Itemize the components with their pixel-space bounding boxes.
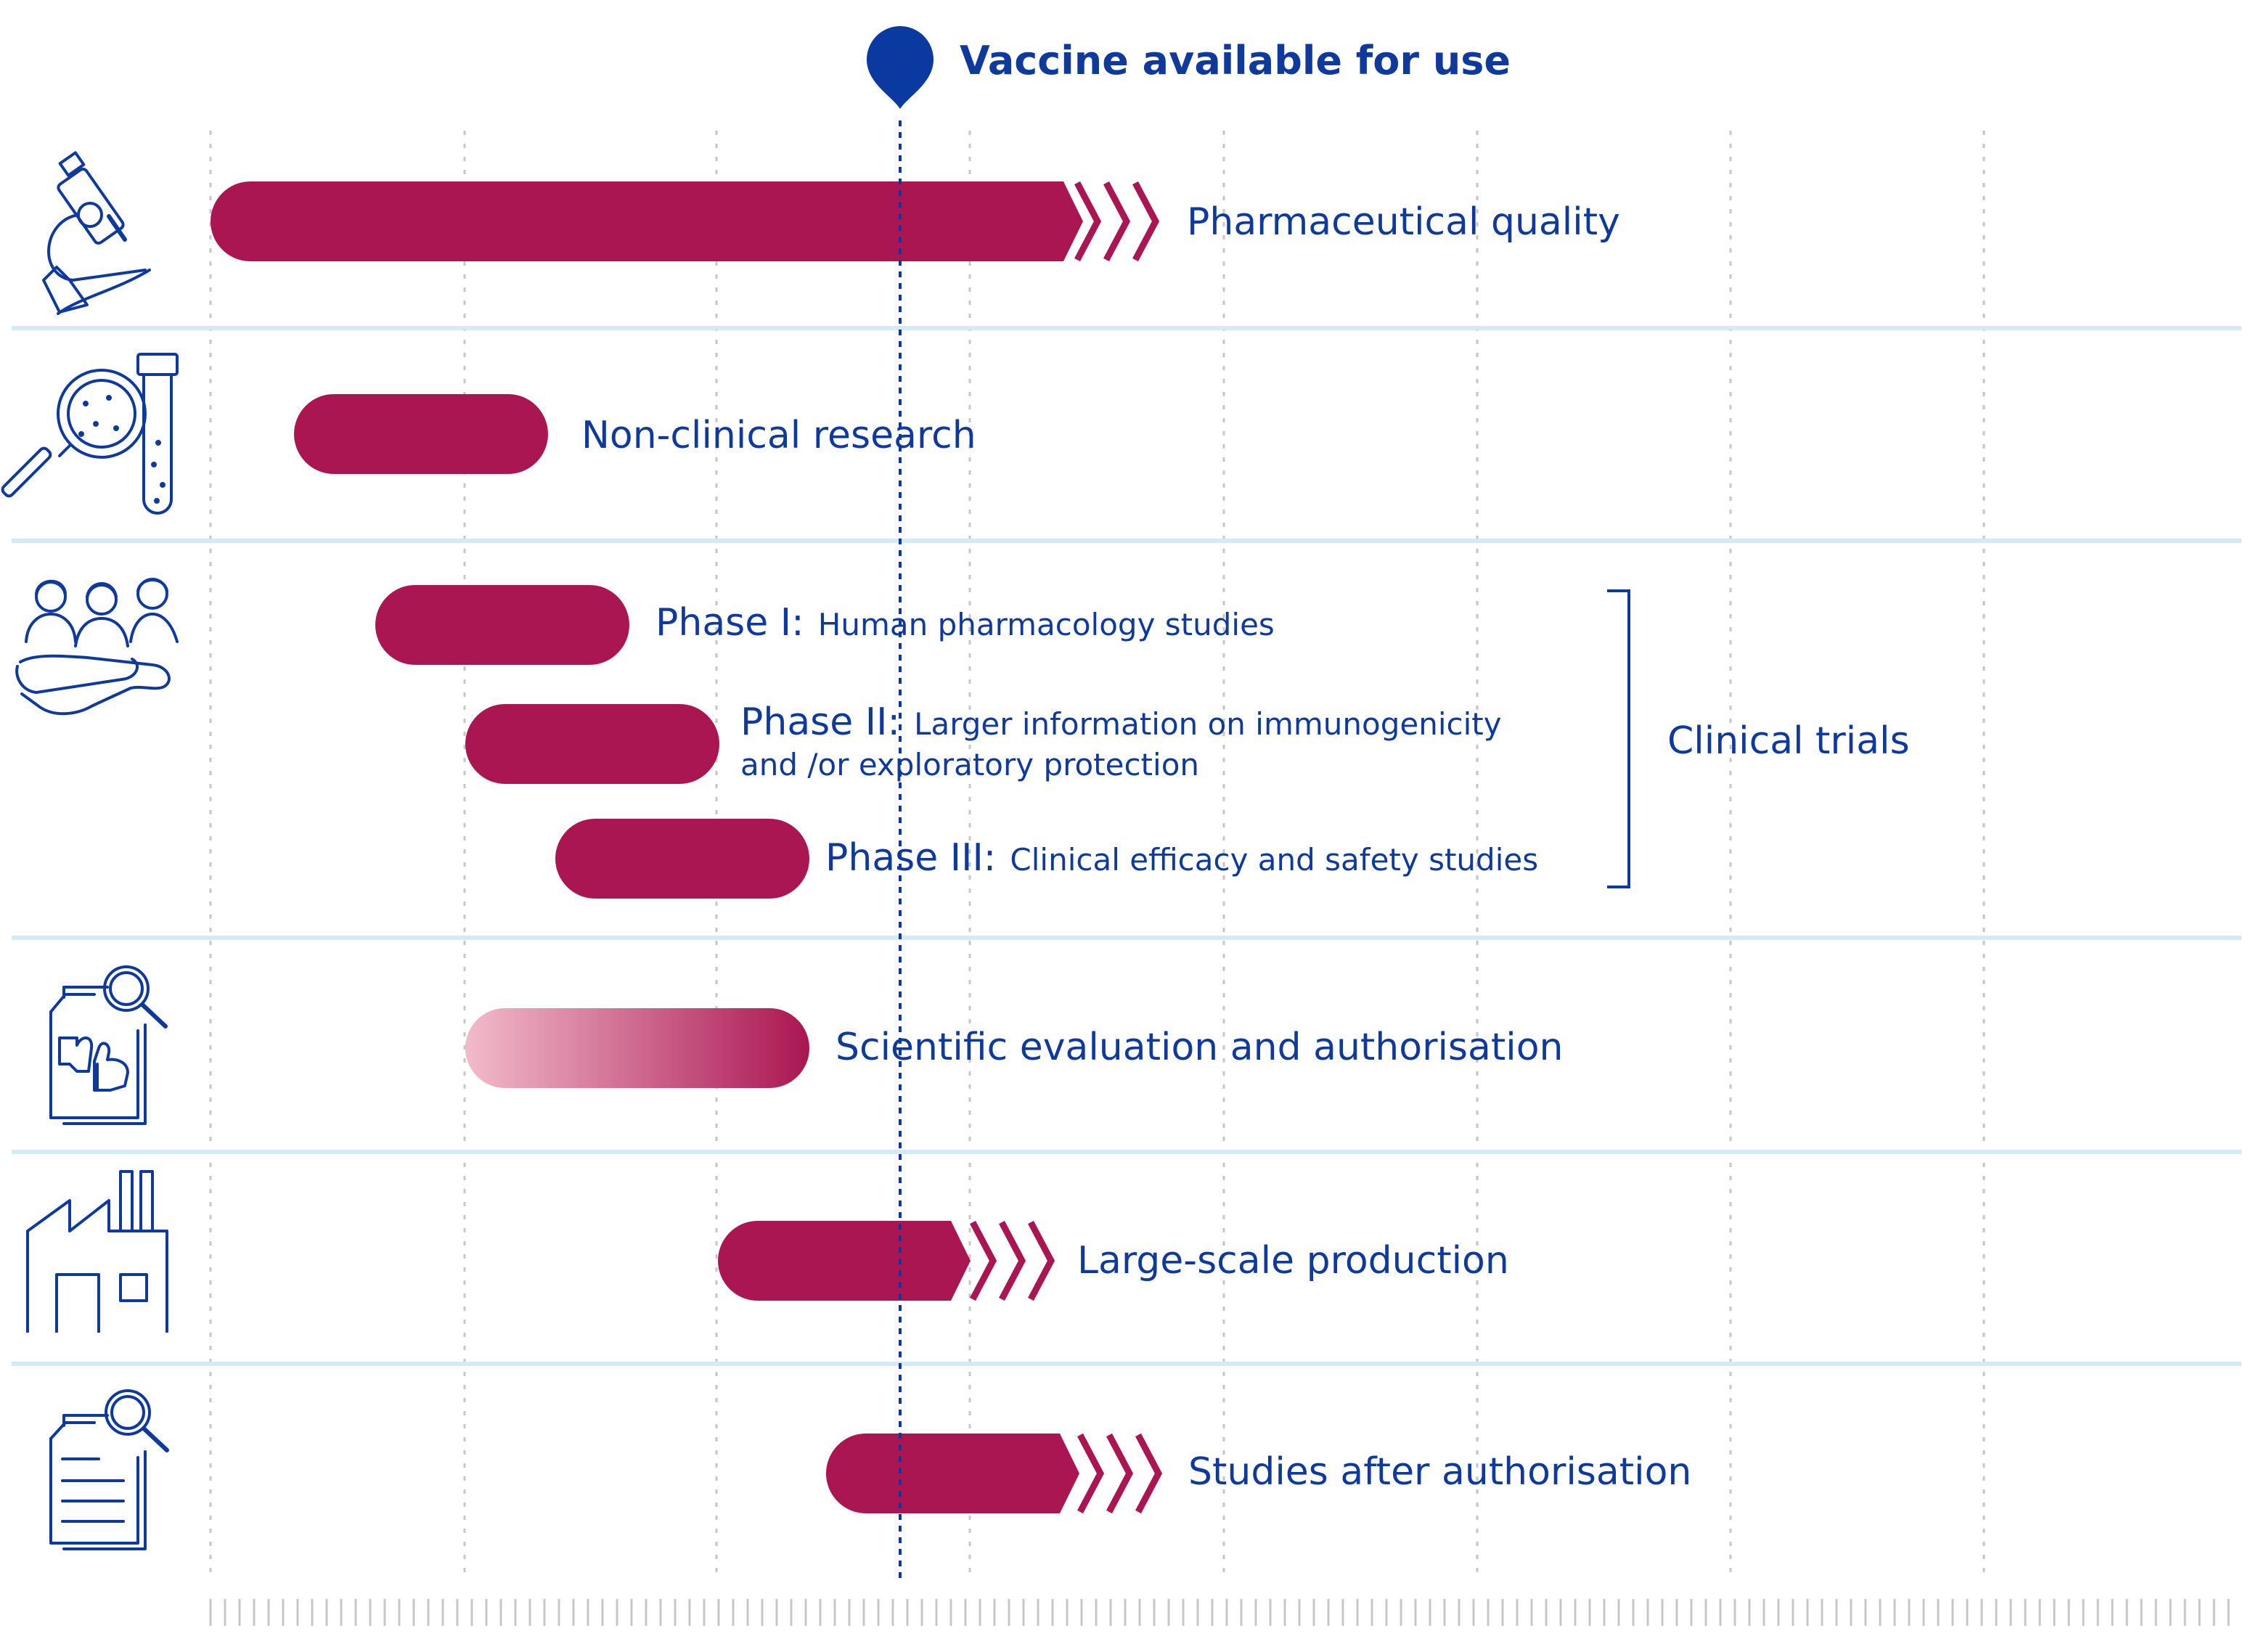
row-large-scale-production: Large-scale production: [26, 1170, 1509, 1333]
phase-3: Phase III: Clinical efficacy and safety …: [555, 819, 1538, 899]
marker-label: Vaccine available for use: [960, 38, 1511, 83]
document-thumbs-icon: [49, 965, 168, 1125]
row-label: Pharmaceutical quality: [1187, 200, 1620, 244]
map-pin-icon: [867, 26, 934, 109]
row-label: Scientific evaluation and authorisation: [836, 1026, 1563, 1069]
row-separators: [12, 326, 2242, 1366]
row-scientific-evaluation: Scientific evaluation and authorisation: [49, 965, 1563, 1125]
continues-chevrons: [1077, 1433, 1163, 1514]
large-scale-production-bar: [718, 1221, 971, 1301]
pharmaceutical-quality-bar: [211, 181, 1083, 261]
phase-2-bar: [465, 704, 719, 784]
phase-3-name: Phase III:: [825, 836, 996, 880]
phase-2: Phase II: Larger information on immunoge…: [465, 700, 1502, 784]
non-clinical-research-bar: [294, 394, 548, 474]
continues-chevrons: [1074, 181, 1160, 262]
vaccine-available-marker: Vaccine available for use: [867, 26, 1511, 1582]
phase-3-text: Phase III: Clinical efficacy and safety …: [825, 836, 1538, 880]
row-label: Large-scale production: [1077, 1239, 1509, 1283]
row-pharmaceutical-quality: Pharmaceutical quality: [42, 151, 1620, 315]
bottom-tick-scale: [209, 1599, 2230, 1626]
vertical-gridlines: [209, 131, 1985, 1575]
continues-chevrons: [970, 1220, 1055, 1301]
phase-2-desc-line2: and /or exploratory protection: [740, 747, 1199, 782]
phase-3-desc: Clinical efficacy and safety studies: [1010, 842, 1538, 878]
clinical-trials-label: Clinical trials: [1667, 719, 1910, 763]
phase-1-desc: Human pharmacology studies: [818, 607, 1275, 642]
row-non-clinical-research: Non-clinical research: [1, 353, 976, 515]
row-label: Studies after authorisation: [1188, 1450, 1691, 1494]
phase-1: Phase I: Human pharmacology studies: [375, 585, 1275, 665]
phase-1-name: Phase I:: [655, 601, 804, 645]
magnifier-test-tube-icon: [1, 353, 179, 515]
document-search-icon: [49, 1389, 169, 1550]
phase-2-text: Phase II: Larger information on immunoge…: [740, 700, 1502, 744]
microscope-icon: [42, 151, 151, 315]
clinical-trials-bracket: [1607, 589, 1630, 888]
scientific-evaluation-bar: [465, 1008, 809, 1088]
phase-3-bar: [555, 819, 809, 899]
studies-after-authorisation-bar: [826, 1434, 1079, 1513]
phase-2-desc: Larger information on immunogenicity: [914, 706, 1502, 742]
phase-2-name: Phase II:: [740, 700, 900, 744]
people-hand-icon: [15, 578, 179, 716]
row-label: Non-clinical research: [581, 414, 976, 457]
phase-1-text: Phase I: Human pharmacology studies: [655, 601, 1275, 645]
phase-1-bar: [375, 585, 629, 665]
row-studies-after-authorisation: Studies after authorisation: [49, 1389, 1691, 1550]
factory-icon: [26, 1170, 168, 1333]
row-clinical-trials: Phase I: Human pharmacology studies Phas…: [15, 578, 1910, 899]
